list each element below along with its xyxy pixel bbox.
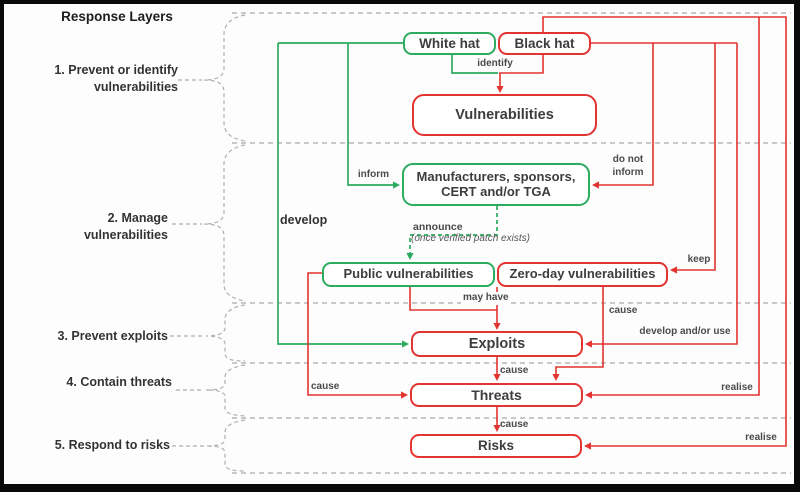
edge-label-inform: inform xyxy=(357,169,389,180)
node-vulnerabilities: Vulnerabilities xyxy=(412,94,597,136)
layer-label-2: 2. Manage vulnerabilities xyxy=(30,210,168,244)
do-not-inform-line-2: inform xyxy=(612,166,644,178)
edge-label-cause-threats: cause xyxy=(500,419,529,430)
do-not-inform-line-1: do not xyxy=(612,154,644,165)
edge-label-realise-risks: realise xyxy=(745,432,777,443)
edge-label-develop: develop xyxy=(280,213,328,227)
node-white-hat: White hat xyxy=(403,32,496,55)
layer-label-5: 5. Respond to risks xyxy=(54,438,170,452)
manufacturers-line-1: Manufacturers, sponsors, xyxy=(416,168,576,184)
node-threats: Threats xyxy=(410,383,583,407)
node-manufacturers: Manufacturers, sponsors, CERT and/or TGA xyxy=(402,163,590,206)
edge-label-develop-and-or-use: develop and/or use xyxy=(639,326,731,337)
red-arrowheads xyxy=(401,86,677,450)
edge-label-may-have: may have xyxy=(461,292,511,305)
red-edges xyxy=(307,16,787,447)
green-arrowheads xyxy=(393,181,414,348)
layer-1-line-1: 1. Prevent or identify xyxy=(54,63,178,77)
layer-2-line-1: 2. Manage xyxy=(107,211,168,225)
edge-label-identify: identify xyxy=(477,58,513,69)
layer-separators xyxy=(232,12,791,474)
node-public-vulnerabilities: Public vulnerabilities xyxy=(322,262,495,287)
manufacturers-line-2: CERT and/or TGA xyxy=(441,183,551,199)
edge-label-keep: keep xyxy=(687,254,711,265)
edge-label-realise-threats: realise xyxy=(721,382,753,393)
edge-label-cause-exploits: cause xyxy=(500,365,529,376)
green-edges xyxy=(277,42,498,345)
layer-label-1: 1. Prevent or identify vulnerabilities xyxy=(30,62,178,96)
layer-1-line-2: vulnerabilities xyxy=(93,80,178,94)
edge-label-do-not-inform: do not inform xyxy=(606,154,650,179)
layer-braces xyxy=(170,14,246,472)
layer-label-3: 3. Prevent exploits xyxy=(57,329,168,343)
edge-label-announce: announce xyxy=(413,221,463,233)
edge-label-cause-zero-day: cause xyxy=(607,305,640,318)
edge-label-cause-public: cause xyxy=(311,381,340,392)
edge-label-announce-note: (once verified patch exists) xyxy=(411,233,530,244)
layer-2-line-2: vulnerabilities xyxy=(83,228,168,242)
node-exploits: Exploits xyxy=(411,331,583,357)
layer-label-4: 4. Contain threats xyxy=(66,375,172,389)
node-black-hat: Black hat xyxy=(498,32,591,55)
node-zero-day-vulnerabilities: Zero-day vulnerabilities xyxy=(497,262,668,287)
diagram-title: Response Layers xyxy=(61,9,173,24)
node-risks: Risks xyxy=(410,434,582,458)
